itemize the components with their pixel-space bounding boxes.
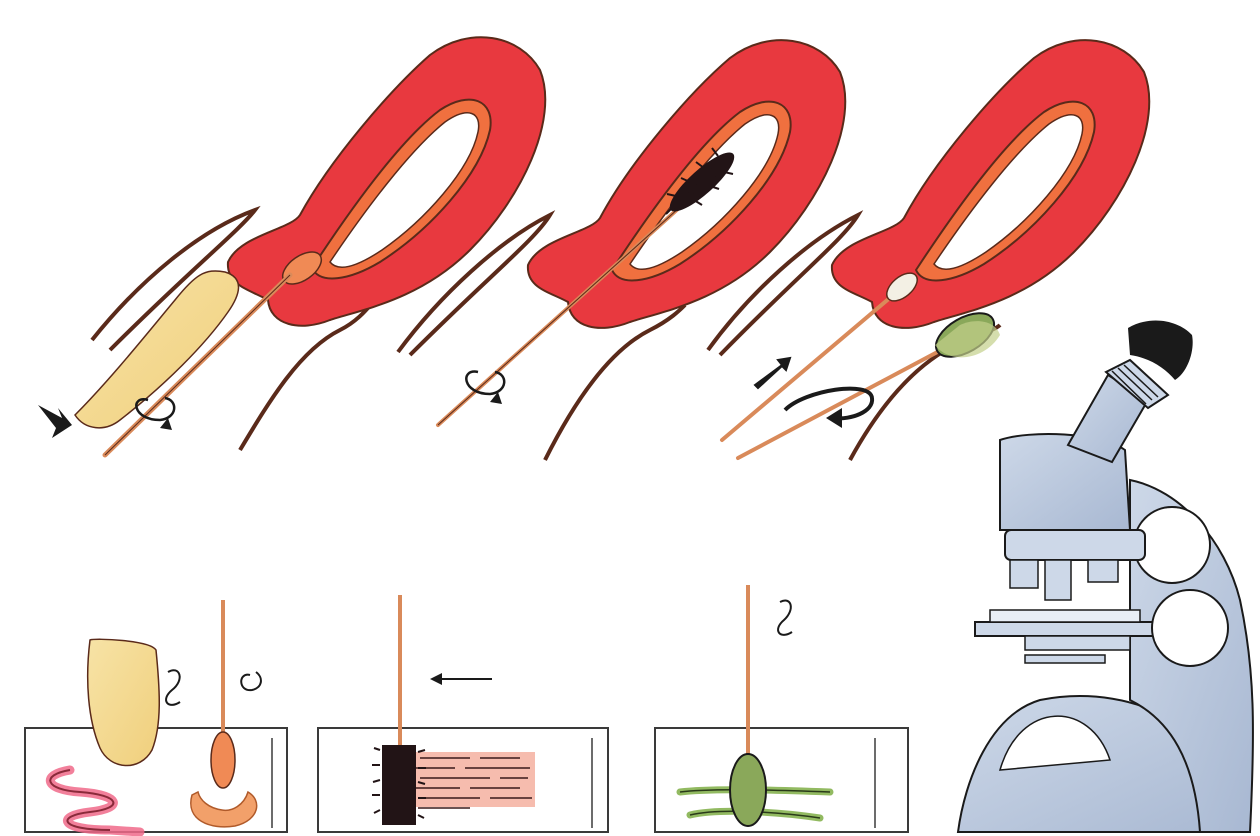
objective-lens [1088,560,1118,582]
arrow-left-icon [430,673,492,685]
objective-lens [1045,560,1071,600]
slide-swab [655,585,908,832]
squiggle-arrow-icon [778,601,792,635]
vaginal-wall-lower [545,305,685,460]
objective-lens [1010,560,1038,588]
slide-cytobrush [318,595,608,832]
squiggle-arrow-icon [166,670,180,705]
swab-head-icon [730,754,766,826]
condenser-lower [1025,655,1105,663]
fine-focus-knob [1152,590,1228,666]
stage-slide [990,610,1140,622]
push-arrow-icon [38,405,72,438]
microscope-stage [975,622,1165,636]
condenser [1025,636,1130,650]
panel-spatula [38,37,545,455]
sample-on-stick [211,732,235,788]
nosepiece [1005,530,1145,560]
rotate-icon [241,672,261,690]
pull-arrow-icon [755,358,790,388]
microscope-icon [958,321,1253,832]
slide-spatula [25,600,287,832]
sample-smudge [935,321,1000,357]
